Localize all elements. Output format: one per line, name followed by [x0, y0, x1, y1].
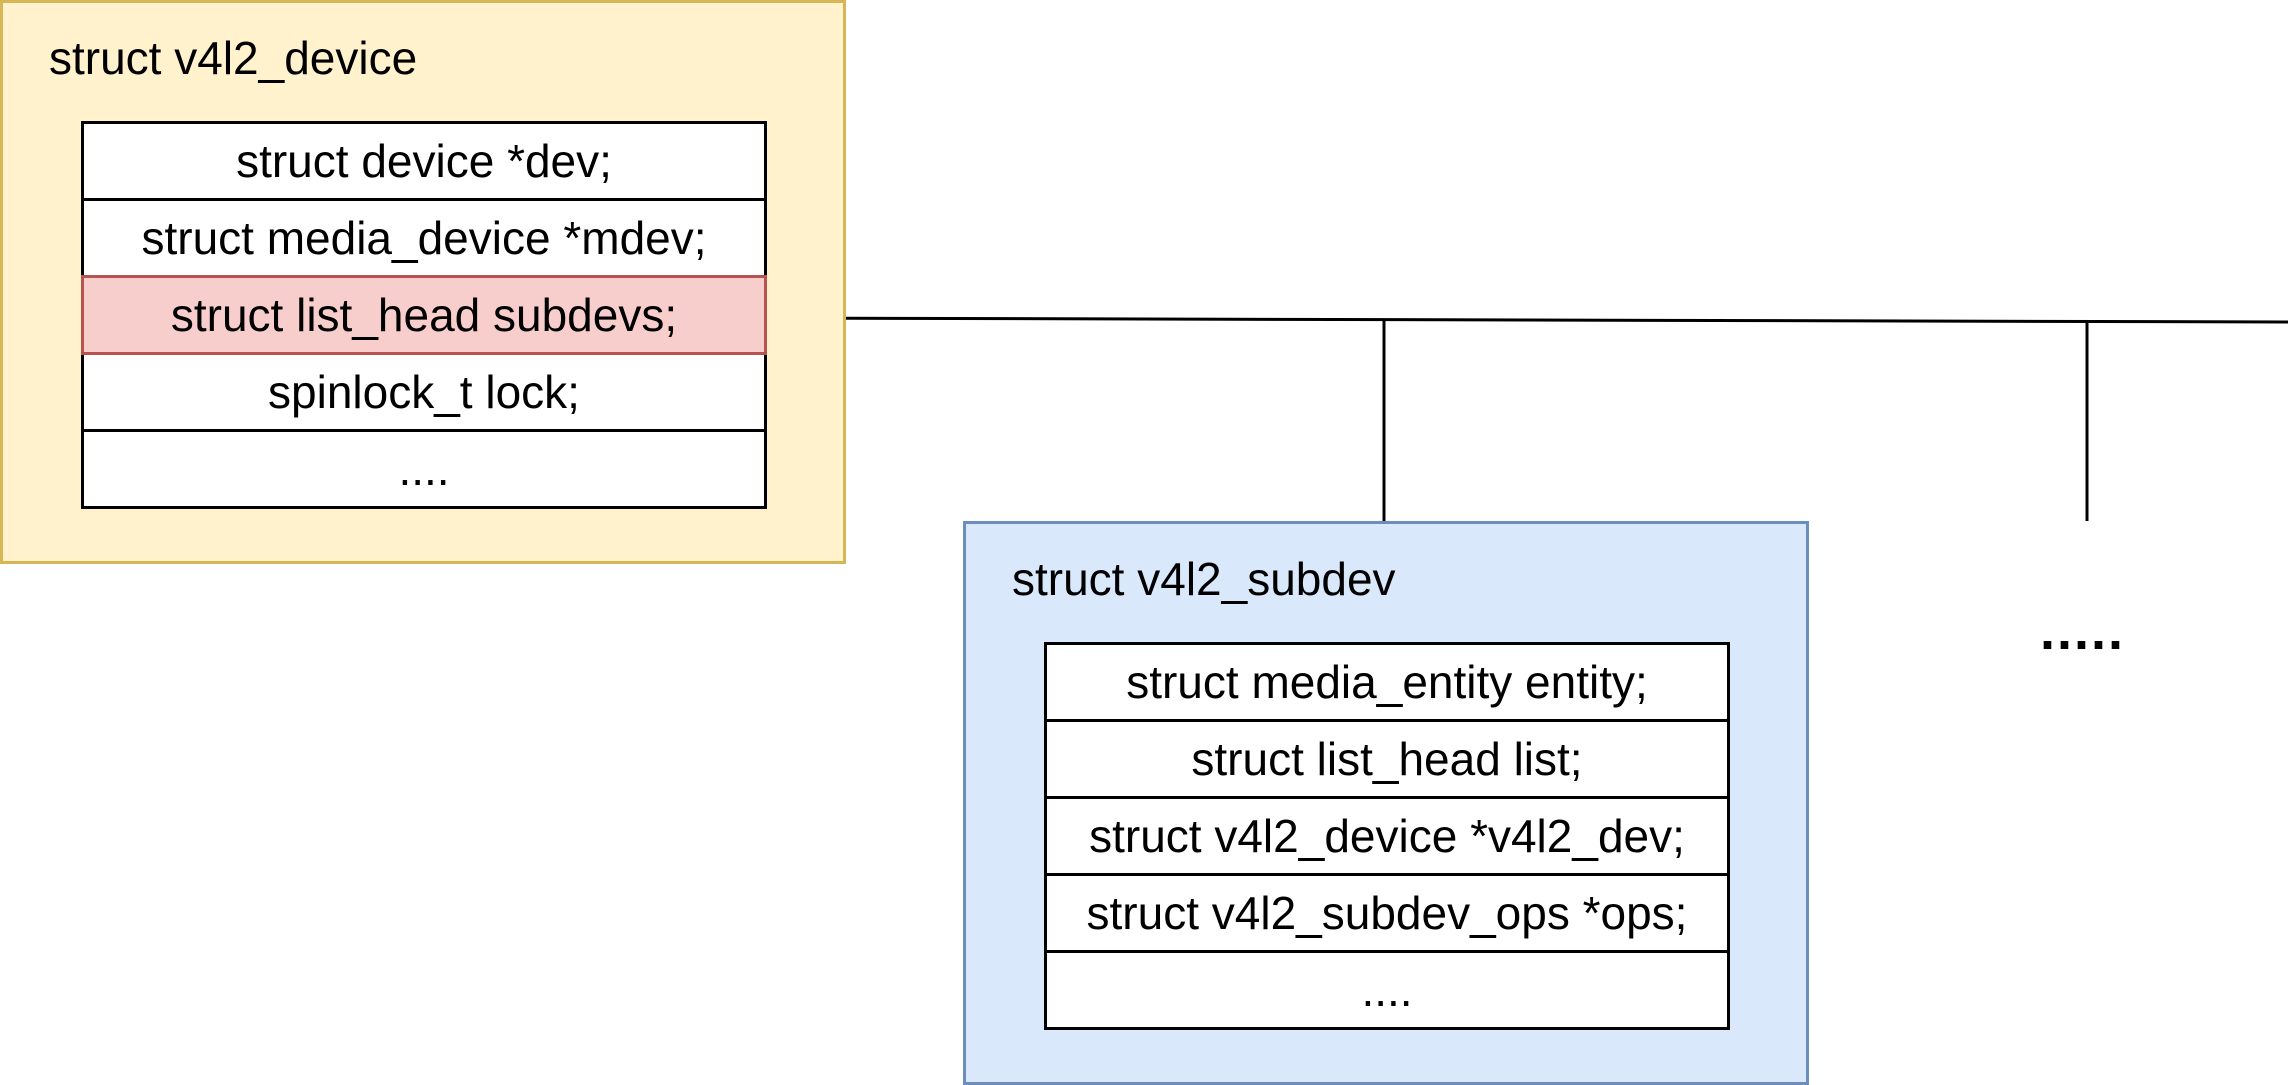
device-field-lock: spinlock_t lock; — [81, 352, 767, 432]
more-subdevs-ellipsis: ..... — [2040, 601, 2126, 661]
device-field-mdev: struct media_device *mdev; — [81, 198, 767, 278]
subdev-field-ops: struct v4l2_subdev_ops *ops; — [1044, 873, 1730, 953]
v4l2-device-fields: struct device *dev; struct media_device … — [81, 121, 767, 509]
v4l2-subdev-fields: struct media_entity entity; struct list_… — [1044, 642, 1730, 1030]
device-field-more: .... — [81, 429, 767, 509]
subdev-field-more: .... — [1044, 950, 1730, 1030]
v4l2-subdev-struct: struct v4l2_subdev struct media_entity e… — [963, 521, 1809, 1085]
device-field-dev: struct device *dev; — [81, 121, 767, 201]
subdevs-list-line — [763, 316, 2288, 324]
subdev-field-v4l2-dev: struct v4l2_device *v4l2_dev; — [1044, 796, 1730, 876]
v4l2-subdev-title: struct v4l2_subdev — [1012, 553, 1396, 605]
device-field-subdevs: struct list_head subdevs; — [81, 275, 767, 355]
v4l2-device-title: struct v4l2_device — [49, 32, 418, 84]
subdev-field-entity: struct media_entity entity; — [1044, 642, 1730, 722]
v4l2-device-struct: struct v4l2_device struct device *dev; s… — [0, 0, 846, 564]
subdev-field-list: struct list_head list; — [1044, 719, 1730, 799]
